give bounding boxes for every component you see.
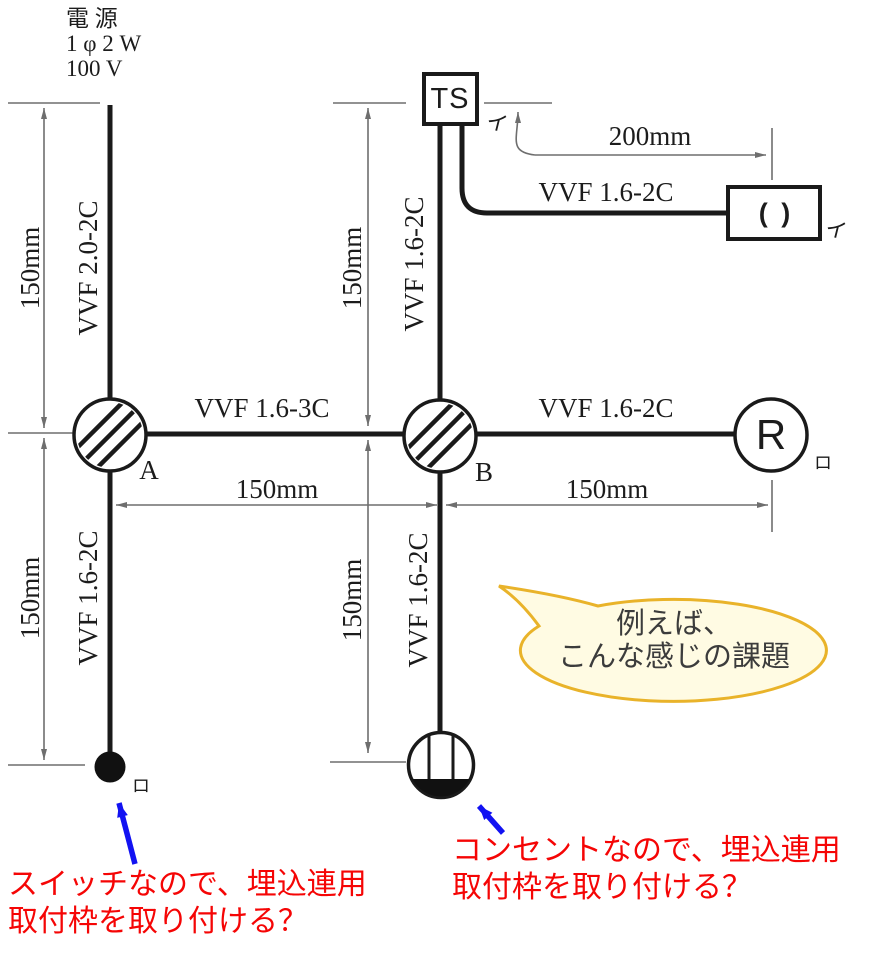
wires — [107, 105, 735, 752]
power-source-label: 電 源 1 φ 2 W 100 V — [66, 6, 141, 81]
cable-b-outlet-label: VVF 1.6-2C — [403, 532, 433, 668]
dim-b-outlet-length: 150mm — [337, 558, 367, 642]
junction-box-a-icon — [72, 397, 148, 473]
cable-b-lamp-label: VVF 1.6-2C — [538, 393, 674, 423]
outlet-note-line1: コンセントなので、埋込連用 — [452, 834, 841, 867]
ceiling-rosette-box-icon — [726, 185, 822, 241]
junction-b-label: B — [474, 457, 494, 487]
timer-switch-label: TS — [430, 83, 470, 115]
lamp-symbol-icon — [733, 397, 809, 473]
cable-feed-label: VVF 2.0-2C — [73, 200, 103, 336]
circuit-ro-lamp-label: ロ — [814, 453, 832, 473]
dim-b-ts-length: 150mm — [337, 226, 367, 310]
annotation-arrows — [116, 802, 506, 865]
speech-bubble-line2: こんな感じの課題 — [557, 641, 791, 673]
cable-b-ts-label: VVF 1.6-2C — [399, 196, 429, 332]
power-source-phase: 1 φ 2 W — [66, 31, 142, 56]
power-source-voltage: 100 V — [66, 56, 123, 81]
speech-bubble-text: 例えば、 こんな感じの課題 — [558, 608, 790, 674]
cable-a-switch-label: VVF 1.6-2C — [73, 530, 103, 666]
dim-b-lamp-span: 150mm — [565, 474, 649, 504]
outlet-note-arrow-icon — [476, 804, 506, 835]
outlet-note-line2: 取付枠を取り付ける？ — [452, 871, 752, 904]
dim-ts-rosette-span: 200mm — [608, 121, 692, 151]
switch-note: スイッチなので、埋込連用 取付枠を取り付ける？ — [8, 866, 367, 940]
timer-switch-box-icon — [422, 72, 479, 126]
outlet-note: コンセントなので、埋込連用 取付枠を取り付ける？ — [452, 832, 841, 906]
power-source-name: 電 源 — [66, 6, 118, 31]
switch-note-line1: スイッチなので、埋込連用 — [8, 868, 367, 901]
switch-dot-icon — [94, 751, 126, 783]
dimension-leader-curve — [514, 111, 536, 156]
outlet-symbol-icon — [406, 730, 476, 800]
cable-a-b-label: VVF 1.6-3C — [194, 393, 330, 423]
switch-note-arrow-icon — [116, 802, 138, 865]
circuit-ro-switch-label: ロ — [132, 776, 150, 796]
lamp-label: R — [755, 411, 787, 458]
dimension-arrows — [41, 108, 768, 760]
switch-note-line2: 取付枠を取り付ける？ — [8, 905, 308, 938]
dim-a-b-span: 150mm — [235, 474, 319, 504]
dimension-ticks — [8, 102, 773, 766]
cable-ts-rosette-label: VVF 1.6-2C — [538, 177, 674, 207]
ceiling-rosette-label: ( ) — [758, 198, 794, 228]
wire-ts-to-rosette — [459, 125, 728, 216]
dim-feed-length: 150mm — [15, 226, 45, 310]
dim-a-switch-length: 150mm — [15, 556, 45, 640]
speech-bubble — [498, 584, 828, 703]
junction-a-label: A — [139, 455, 159, 485]
speech-bubble-line1: 例えば、 — [615, 608, 733, 640]
junction-box-b-icon — [402, 398, 478, 474]
